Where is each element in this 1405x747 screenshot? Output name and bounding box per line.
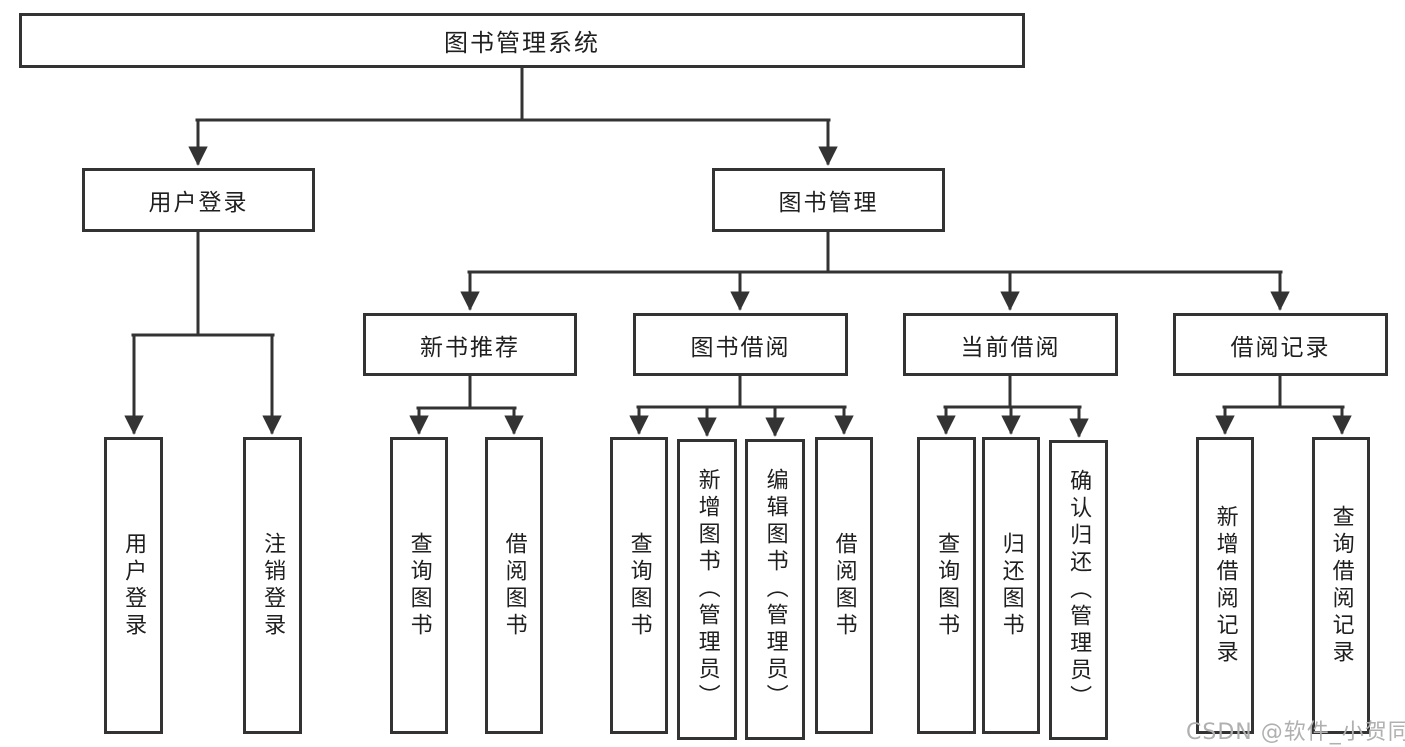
node-root-label: 图书管理系统 — [444, 29, 600, 57]
leaf-user-login: 用户登录 — [104, 437, 163, 734]
node-current-borrow: 当前借阅 — [903, 313, 1118, 376]
leaf-newbook-query-books: 查询图书 — [390, 437, 448, 734]
connector-book-borrow-children — [629, 374, 854, 437]
connector-user-login-children — [124, 230, 282, 435]
node-book-management-label: 图书管理 — [778, 190, 879, 216]
leaf-user-login-label: 用户登录 — [121, 531, 147, 640]
leaf-edit-books-admin-label: 编辑图书（管理员） — [762, 468, 788, 711]
leaf-newbook-query-books-label: 查询图书 — [406, 531, 432, 640]
leaf-add-borrow-record-label: 新增借阅记录 — [1212, 504, 1238, 667]
leaf-add-books-admin-label: 新增图书（管理员） — [694, 468, 720, 711]
leaf-query-borrow-record: 查询借阅记录 — [1312, 437, 1370, 734]
connector-root-to-branches — [188, 66, 838, 166]
leaf-return-books-label: 归还图书 — [998, 531, 1024, 640]
node-new-book-recommend: 新书推荐 — [363, 313, 577, 376]
node-new-book-recommend-label: 新书推荐 — [420, 334, 520, 361]
leaf-confirm-return-admin-label: 确认归还（管理员） — [1066, 468, 1092, 712]
connector-book-mgmt-groups — [460, 230, 1290, 311]
leaf-edit-books-admin: 编辑图书（管理员） — [745, 439, 805, 740]
node-user-login: 用户登录 — [82, 168, 315, 232]
connector-borrow-record-children — [1215, 374, 1352, 435]
leaf-return-books: 归还图书 — [982, 437, 1040, 734]
node-user-login-label: 用户登录 — [148, 190, 249, 216]
leaf-confirm-return-admin: 确认归还（管理员） — [1049, 440, 1108, 740]
leaf-add-borrow-record: 新增借阅记录 — [1196, 437, 1254, 734]
leaf-logout: 注销登录 — [243, 437, 302, 734]
node-book-borrow: 图书借阅 — [633, 313, 848, 376]
leaf-logout-label: 注销登录 — [260, 531, 286, 640]
leaf-current-query-books: 查询图书 — [917, 437, 976, 734]
csdn-watermark: CSDN @软件_小贺同学 — [1186, 720, 1405, 745]
leaf-newbook-borrow-books-label: 借阅图书 — [501, 531, 527, 640]
node-borrow-record-label: 借阅记录 — [1230, 334, 1331, 361]
node-current-borrow-label: 当前借阅 — [960, 334, 1061, 361]
node-borrow-record: 借阅记录 — [1173, 313, 1388, 376]
leaf-borrow-query-books-label: 查询图书 — [626, 531, 652, 640]
leaf-borrow-borrow-books-label: 借阅图书 — [831, 531, 857, 640]
connector-new-book-children — [409, 374, 524, 435]
connector-current-borrow-children — [936, 374, 1089, 438]
node-book-management: 图书管理 — [712, 168, 945, 232]
leaf-add-books-admin: 新增图书（管理员） — [677, 439, 737, 740]
leaf-newbook-borrow-books: 借阅图书 — [485, 437, 543, 734]
leaf-borrow-borrow-books: 借阅图书 — [815, 437, 873, 734]
node-root: 图书管理系统 — [19, 13, 1025, 68]
leaf-borrow-query-books: 查询图书 — [610, 437, 668, 734]
leaf-query-borrow-record-label: 查询借阅记录 — [1328, 504, 1354, 667]
node-book-borrow-label: 图书借阅 — [690, 334, 791, 361]
leaf-current-query-books-label: 查询图书 — [934, 531, 960, 640]
